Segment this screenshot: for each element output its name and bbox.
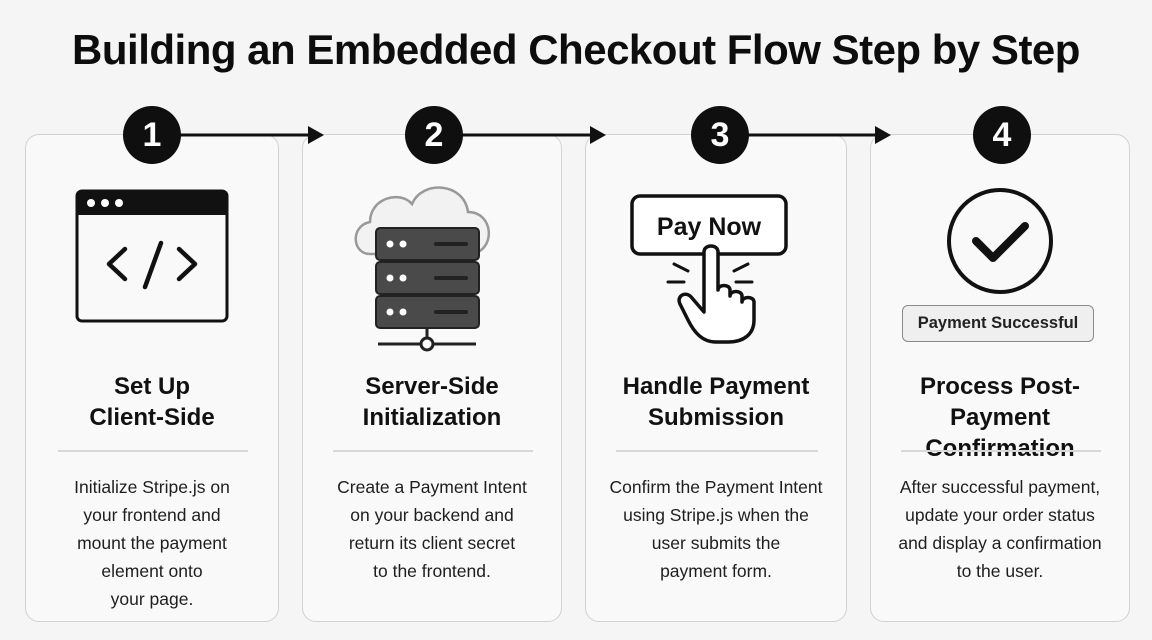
step-number-3: 3 <box>691 106 749 164</box>
step-title-line: Process Post-Payment <box>919 373 1081 431</box>
step-number-2: 2 <box>405 106 463 164</box>
step-title-line: Confirmation <box>925 435 1075 462</box>
browser-code-icon <box>75 189 229 323</box>
step-title: Handle Payment Submission <box>586 371 846 433</box>
step-title-line: Submission <box>647 404 785 431</box>
divider <box>616 450 818 452</box>
arrow-right-icon <box>180 126 324 144</box>
step-title-line: Initialization <box>362 404 502 431</box>
pay-now-button-label: Pay Now <box>657 213 762 241</box>
divider <box>333 450 533 452</box>
step-description: Initialize Stripe.js on your frontend an… <box>74 477 230 609</box>
arrow-right-icon <box>462 126 606 144</box>
divider <box>58 450 248 452</box>
step-title-line: Set Up <box>113 373 190 400</box>
step-description: Create a Payment Intent on your backend … <box>337 477 527 581</box>
arrow-right-icon <box>747 126 891 144</box>
step-title: Set Up Client-Side <box>26 371 278 433</box>
step-description: Confirm the Payment Intent using Stripe.… <box>609 477 823 581</box>
step-title-line: Client-Side <box>89 404 215 431</box>
step-description: After successful payment, update your or… <box>898 477 1102 581</box>
divider <box>901 450 1101 452</box>
step-number-1: 1 <box>123 106 181 164</box>
step-title: Process Post-Payment Confirmation <box>871 371 1129 464</box>
payment-successful-badge: Payment Successful <box>902 305 1094 342</box>
cloud-server-icon <box>354 186 490 352</box>
check-circle-icon <box>947 188 1053 294</box>
step-number-4: 4 <box>973 106 1031 164</box>
pay-now-click-icon: Pay Now <box>630 194 788 344</box>
step-title: Server-Side Initialization <box>303 371 561 433</box>
step-title-line: Server-Side <box>365 373 499 400</box>
step-title-line: Handle Payment <box>622 373 810 400</box>
page-title: Building an Embedded Checkout Flow Step … <box>72 26 1080 73</box>
